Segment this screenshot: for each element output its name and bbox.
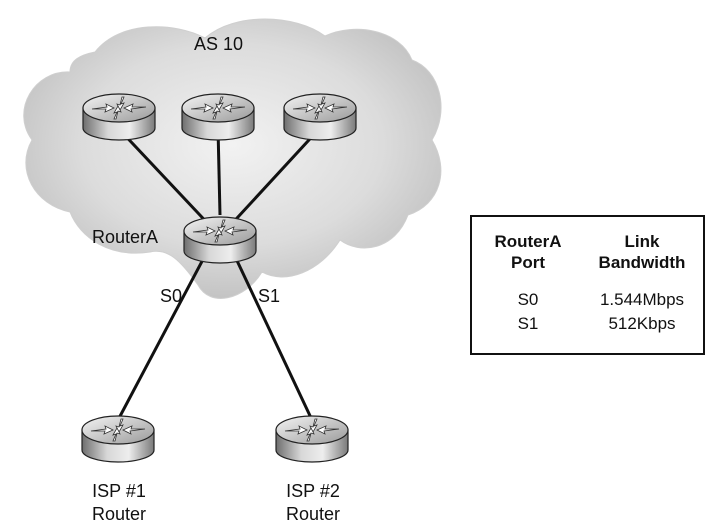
table-header-port-line1: RouterA (494, 232, 562, 251)
isp2-label-line2: Router (286, 504, 340, 524)
isp1-router-icon (81, 415, 155, 463)
isp1-label-line2: Router (92, 504, 146, 524)
isp2-label-line1: ISP #2 (286, 481, 340, 501)
link-s0 (116, 249, 210, 421)
table-header-bandwidth-line1: Link (624, 232, 660, 251)
router-icon-3 (283, 93, 357, 141)
link-router1-routera (116, 126, 216, 232)
table-header-bandwidth: Link Bandwidth (584, 231, 700, 273)
routera-label: RouterA (92, 227, 158, 247)
table-header-port-line2: Port (511, 253, 545, 272)
table-cell-port-s1: S1 (517, 314, 539, 333)
table-cell-bandwidth-s1: 512Kbps (608, 314, 676, 333)
isp1-label-line1: ISP #1 (92, 481, 146, 501)
as-cloud (23, 18, 442, 299)
routera-icon (183, 216, 257, 264)
bandwidth-table: RouterA Port Link Bandwidth S0 1.544Mbps… (470, 215, 705, 355)
s0-label: S0 (160, 286, 182, 306)
table-header-port: RouterA Port (478, 231, 578, 273)
s1-label: S1 (258, 286, 280, 306)
router-icon-2 (181, 93, 255, 141)
link-router2-routera (216, 127, 222, 216)
link-s1 (230, 249, 314, 421)
isp2-router-icon (275, 415, 349, 463)
router-icon-1 (82, 93, 156, 141)
table-cell-bandwidth-s0: 1.544Mbps (599, 290, 685, 309)
table-cell-port-s0: S0 (517, 290, 539, 309)
as-label: AS 10 (194, 34, 243, 54)
table-header-bandwidth-line2: Bandwidth (598, 253, 686, 272)
link-router3-routera (224, 126, 322, 232)
